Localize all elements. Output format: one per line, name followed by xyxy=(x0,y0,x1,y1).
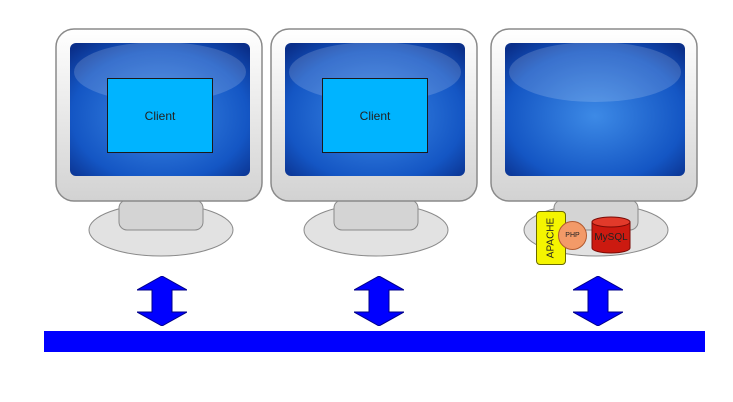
client-monitor-1: Client xyxy=(55,28,267,262)
network-bus xyxy=(44,331,705,352)
client-box: Client xyxy=(322,78,428,153)
mysql-label: MySQL xyxy=(594,232,628,243)
double-arrow-icon xyxy=(354,276,404,326)
double-arrow-icon xyxy=(137,276,187,326)
mysql-database-icon xyxy=(591,216,631,254)
apache-label: APACHE xyxy=(545,217,557,259)
client-box: Client xyxy=(107,78,213,153)
double-arrow-icon xyxy=(573,276,623,326)
client-monitor-2: Client xyxy=(270,28,482,262)
php-badge: PHP xyxy=(558,221,587,250)
